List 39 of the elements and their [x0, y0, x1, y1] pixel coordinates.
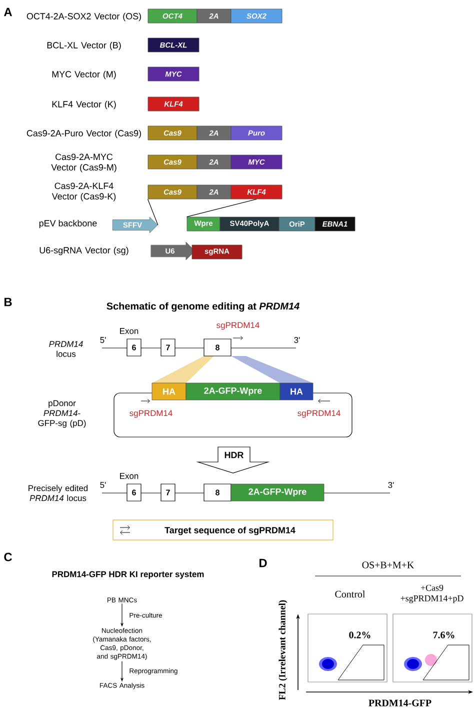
end-label: 5': [100, 337, 106, 343]
axis-label: FL2 (Irrelevant channel): [278, 600, 288, 700]
axis-label: PRDM14-GFP: [368, 700, 432, 706]
legend-box: Target sequence of sgPRDM14: [112, 520, 334, 540]
vector-name: OCT4-2A-SOX2 Vector (OS): [26, 12, 141, 22]
vector-name: MYC Vector (M): [52, 70, 116, 80]
condition-label: +Cas9 +sgPRDM14+pD: [400, 584, 464, 604]
percentage-label: 7.6%: [433, 632, 454, 638]
locus-label: PRDM14 locus: [49, 341, 83, 357]
homology-arm-box: HA: [280, 382, 314, 400]
exon-label: Exon: [120, 328, 138, 334]
locus-label: Precisely edited PRDM14 locus: [28, 484, 88, 502]
guide-label: sgPRDM14: [298, 410, 340, 418]
panel-letter: A: [4, 8, 12, 16]
panel-letter: D: [260, 558, 267, 568]
insert-box: 2A-GFP-Wpre: [186, 382, 280, 400]
exon-label: Exon: [120, 473, 138, 479]
vector-name: Cas9-2A-Puro Vector (Cas9): [26, 130, 141, 138]
plasmid-label: pDonor PRDM14-GFP-sg (pD): [38, 400, 86, 428]
vector-name: BCL-XL Vector (B): [47, 42, 121, 50]
panel-letter: C: [4, 552, 12, 562]
vector-name: Cas9-2A-MYC Vector (Cas9-M): [51, 154, 116, 172]
end-label: 3': [388, 482, 394, 488]
percentage-label: 0.2%: [349, 632, 370, 638]
condition-label: Control: [335, 590, 366, 598]
panel-title: Schematic of genome editing at PRDM14: [106, 302, 300, 312]
vector-name: KLF4 Vector (K): [52, 100, 116, 110]
vector-name: Cas9-2A-KLF4 Vector (Cas9-K): [52, 182, 116, 202]
panel-letter: B: [4, 298, 12, 306]
end-label: 3': [294, 337, 300, 343]
group-label: OS+B+M+K: [362, 562, 414, 568]
guide-label: sgPRDM14: [216, 322, 260, 330]
guide-label: sgPRDM14: [130, 410, 172, 418]
vector-name: pEV backbone: [39, 220, 97, 228]
insert-box: 2A-GFP-Wpre: [230, 484, 324, 502]
vector-name: U6-sgRNA Vector (sg): [40, 246, 128, 256]
end-label: 5': [100, 482, 106, 488]
panel-title: PRDM14-GFP HDR KI reporter system: [52, 571, 204, 579]
homology-arm-box: HA: [152, 382, 186, 400]
